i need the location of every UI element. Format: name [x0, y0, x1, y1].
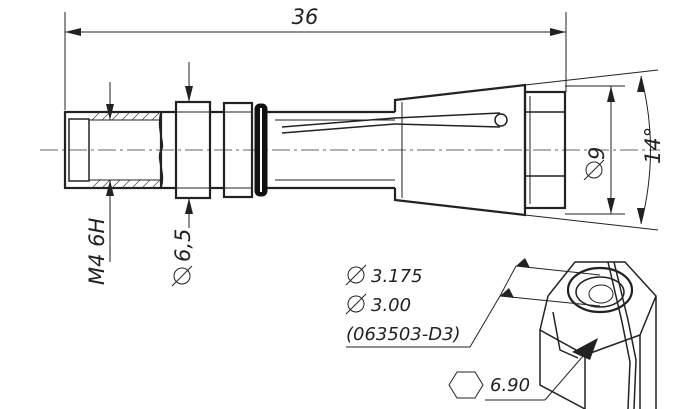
note-diameter-2: 3.00	[371, 295, 411, 316]
diameter-symbol-note-2	[345, 293, 367, 315]
diameter-symbol	[171, 265, 193, 287]
diameter-symbol-note-1	[345, 264, 367, 286]
threaded-end: M4 6H	[63, 82, 164, 285]
overall-length-dimension: 36	[64, 5, 567, 110]
hex-size-callout: 6.90	[448, 347, 591, 401]
diameter-symbol-9	[583, 159, 605, 181]
note-diameter-1: 3.175	[371, 266, 423, 287]
shank: 6,5	[161, 62, 396, 287]
thread-label: M4 6H	[85, 217, 109, 285]
nut-diameter-dimension: 9	[565, 85, 625, 215]
nut-diameter-label: 9	[585, 147, 609, 160]
note-part-number: (063503-D3)	[346, 324, 461, 345]
hexagon-icon	[448, 371, 484, 399]
collet-isometric-view	[539, 261, 657, 409]
hex-size-label: 6.90	[490, 375, 530, 396]
taper-angle-label: 14°	[641, 127, 665, 164]
shank-diameter-label: 6,5	[171, 229, 195, 262]
taper-angle-dimension: 14°	[524, 69, 665, 231]
collet-note: 3.175 3.00 (063503-D3)	[345, 258, 601, 348]
tapered-collet	[393, 83, 567, 217]
overall-length-label: 36	[292, 5, 319, 29]
